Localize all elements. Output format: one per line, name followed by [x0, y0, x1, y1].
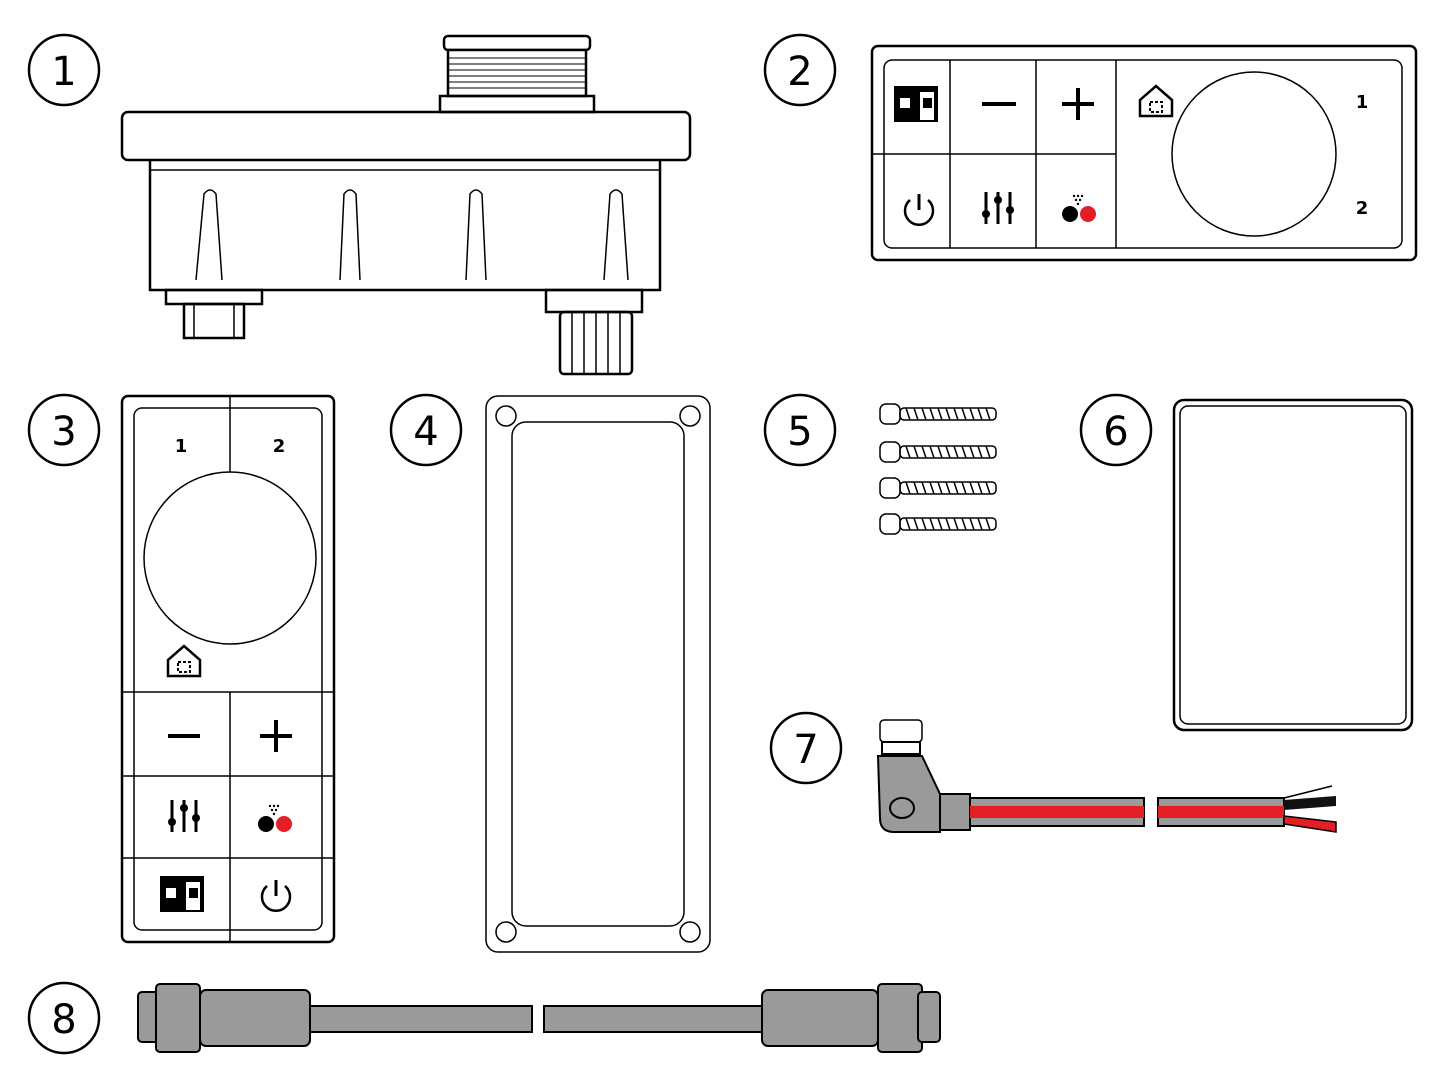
equalizer-icon-vertical [168, 800, 200, 832]
plus-icon [1062, 88, 1094, 120]
channel-1-label-vertical: 1 [175, 436, 188, 457]
item-8-number: 8 [51, 997, 76, 1043]
screw [879, 441, 997, 463]
item-4-number: 4 [413, 409, 438, 455]
power-cable [876, 719, 1337, 833]
channel-2-label: 2 [1356, 198, 1369, 219]
source-icon [1062, 194, 1096, 222]
channel-1-label: 1 [1356, 92, 1369, 113]
screw [879, 513, 997, 535]
home-icon-vertical [166, 644, 202, 678]
item-2-callout: 2 [763, 33, 837, 107]
item-3-number: 3 [51, 409, 76, 455]
zone-toggle-icon-vertical [160, 876, 204, 912]
home-icon [1138, 84, 1174, 118]
item-6-callout: 6 [1079, 393, 1153, 467]
item-6-number: 6 [1103, 409, 1128, 455]
item-1-callout: 1 [27, 33, 101, 107]
equalizer-icon [982, 192, 1014, 224]
channel-2-label-vertical: 2 [273, 436, 286, 457]
item-5-number: 5 [787, 409, 812, 455]
item-7-number: 7 [793, 727, 818, 773]
keypad-horizontal: 1 2 [870, 44, 1418, 262]
item-8-callout: 8 [27, 981, 101, 1055]
item-4-callout: 4 [389, 393, 463, 467]
item-2-number: 2 [787, 49, 812, 95]
screws [879, 403, 997, 535]
power-icon-vertical [260, 880, 292, 912]
network-cable [137, 983, 941, 1053]
screw [879, 403, 997, 425]
item-5-callout: 5 [763, 393, 837, 467]
controller-side-view [120, 34, 692, 376]
item-3-callout: 3 [27, 393, 101, 467]
keypad-vertical: 1 2 [120, 394, 336, 944]
zone-toggle-icon [894, 86, 938, 122]
power-icon [903, 194, 935, 226]
item-7-callout: 7 [769, 711, 843, 785]
source-icon-vertical [258, 804, 292, 832]
booklet [1172, 398, 1414, 732]
item-1-number: 1 [51, 49, 76, 95]
screw [879, 477, 997, 499]
gasket [485, 395, 711, 953]
plus-icon-vertical [260, 720, 292, 752]
